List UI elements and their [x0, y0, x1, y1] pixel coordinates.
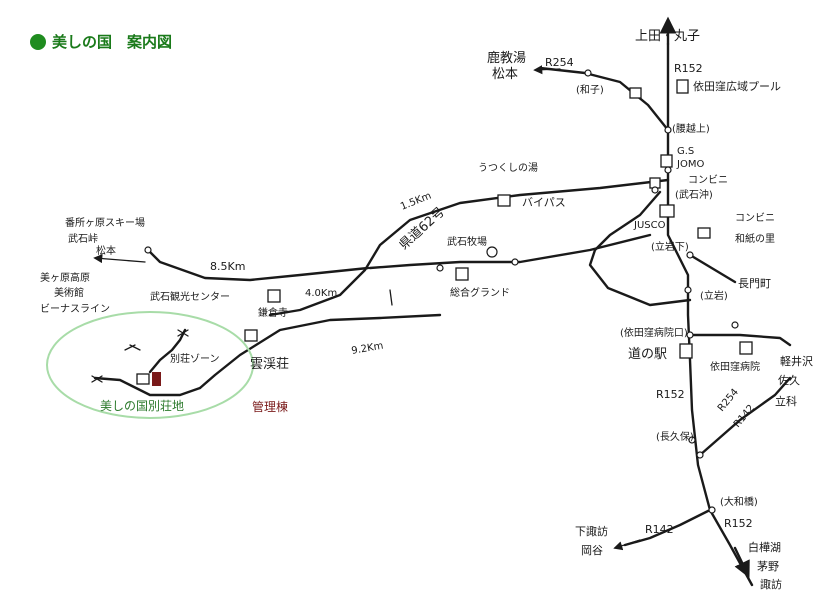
label-dist-85: 8.5Km [210, 260, 245, 273]
label-ueda: 上田・丸子 [635, 29, 700, 44]
label-takeishi-oki: (武石沖) [675, 188, 713, 201]
label-r152-bottom: R152 [724, 517, 753, 530]
label-conveni-1: コンビニ [688, 174, 728, 186]
pool-icon [676, 79, 689, 94]
label-nagakubo: (長久保) [656, 430, 694, 443]
label-wago: (和子) [576, 84, 604, 96]
label-chino: 茅野 [757, 560, 779, 573]
label-ski-3: 松本 [96, 244, 116, 257]
label-tateiwa-shita: (立岩下) [651, 240, 689, 253]
label-karuizawa: 軽井沢 [780, 354, 813, 368]
label-nagatomachi: 長門町 [738, 277, 771, 290]
road-to-villa [198, 289, 442, 390]
label-r152-mid: R152 [656, 388, 685, 401]
road-east-branches [613, 253, 792, 551]
label-conveni-2: コンビニ [735, 212, 775, 224]
villa-house-icon [136, 373, 150, 385]
label-museum-3: ビーナスライン [40, 303, 110, 315]
road-r254-north [533, 65, 670, 132]
label-tateiwa: (立岩) [700, 289, 728, 302]
label-unkeiso: 雲渓荘 [250, 357, 289, 372]
label-kamaboko: 鎌倉寺 [258, 306, 288, 319]
admin-building-icon [152, 372, 161, 386]
label-dist-15: 1.5Km [399, 191, 433, 213]
title-bullet-icon [30, 34, 46, 50]
label-r142-bottom: R142 [645, 523, 674, 536]
label-shirakaba: 白樺湖 [748, 540, 781, 554]
label-kanko-center: 武石観光センター [150, 290, 230, 303]
conveni-icon-2 [697, 227, 711, 239]
label-dist-40: 4.0Km [305, 288, 337, 299]
label-bypass: バイパス [522, 196, 566, 209]
onsen-icon [497, 194, 511, 207]
label-bokujo: 武石牧場 [447, 235, 487, 248]
map-title: 美しの国 案内図 [30, 33, 172, 51]
label-yodakubo-hosp: 依田窪病院 [710, 360, 760, 373]
label-r152-top: R152 [674, 62, 703, 75]
label-okaya: 岡谷 [581, 544, 603, 557]
villa-zone-outline [46, 311, 254, 419]
label-washi: 和紙の里 [735, 232, 775, 245]
road-kendo-62 [93, 178, 692, 317]
label-ski-1: 番所ヶ原スキー場 [65, 216, 145, 229]
label-kanri-tou: 管理棟 [252, 399, 288, 414]
map-buildings [244, 79, 753, 359]
wago-sign-icon [629, 87, 642, 99]
label-shimosuwa: 下諏訪 [575, 524, 608, 538]
label-dist-92: 9.2Km [351, 341, 385, 357]
gs-icon [660, 154, 673, 168]
label-yodakubo-iryo: (依田窪病院口) [620, 326, 688, 339]
jusco-icon [659, 204, 675, 218]
label-daiwa-bashi: (大和橋) [720, 495, 758, 508]
kanko-center-icon [267, 289, 281, 303]
label-bessou-zone: 別荘ゾーン [170, 353, 220, 365]
villa-roads [91, 328, 202, 397]
bokujo-pond-icon [486, 246, 498, 258]
hospital-icon [739, 341, 753, 355]
label-r254-top: R254 [545, 56, 574, 69]
label-tateshina: 立科 [775, 394, 797, 408]
label-koshikami: (腰越上) [672, 122, 710, 135]
label-matsumoto-1: 松本 [492, 67, 518, 82]
label-onsen: うつくしの湯 [478, 161, 538, 174]
label-sogo-ground: 総合グランド [450, 286, 510, 299]
label-jusco: JUSCO [633, 220, 666, 231]
michinoeki-icon [679, 343, 693, 359]
ground-icon [455, 267, 469, 281]
label-suwa: 諏訪 [760, 577, 782, 591]
title-text: 美しの国 案内図 [52, 33, 172, 51]
label-villa-area: 美しの国別荘地 [100, 399, 184, 413]
junction-markers [144, 69, 739, 514]
label-pool: 依田窪広域プール [693, 79, 781, 93]
label-museum-1: 美ヶ原高原 [40, 271, 90, 284]
label-jomo: JOMO [676, 159, 704, 170]
label-saku: 佐久 [778, 373, 800, 387]
label-r142-right: R142 [732, 403, 757, 430]
label-museum-2: 美術館 [54, 286, 84, 299]
label-r254-right: R254 [716, 387, 741, 414]
label-ski-2: 武石峠 [68, 232, 98, 245]
label-michi-no-eki: 道の駅 [628, 347, 667, 362]
label-gs: G.S [677, 146, 694, 157]
label-kakeyu: 鹿教湯 [487, 50, 526, 66]
unkeiso-icon [244, 329, 258, 342]
